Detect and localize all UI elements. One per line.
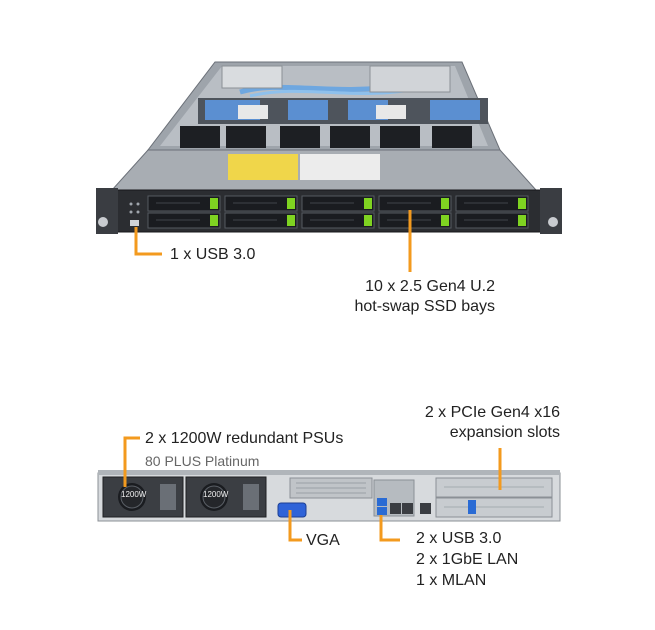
pcie-label-line2: expansion slots <box>449 424 560 441</box>
psu-badge-1: 1200W <box>121 490 147 499</box>
psu-label: 2 x 1200W redundant PSUs <box>145 430 344 447</box>
front-usb-label: 1 x USB 3.0 <box>170 246 256 263</box>
io-label-line1: 2 x USB 3.0 <box>416 530 502 547</box>
io-label-line2: 2 x 1GbE LAN <box>416 551 519 568</box>
vga-port-icon <box>277 502 307 518</box>
mlan-port-icon <box>420 503 431 514</box>
front-ssd-bays <box>147 195 529 229</box>
psu-badge-2: 1200W <box>203 490 229 499</box>
ssd-bays-label-line1: 10 x 2.5 Gen4 U.2 <box>365 278 495 295</box>
rear-server-chassis <box>97 470 561 522</box>
rear-usb-port-icon <box>377 507 387 515</box>
psu-sub-label: 80 PLUS Platinum <box>145 453 260 469</box>
lan-port-icon <box>390 503 401 514</box>
io-label-line3: 1 x MLAN <box>416 572 487 589</box>
front-callout-lines <box>134 210 412 272</box>
rear-callout-lines <box>123 436 502 542</box>
vga-label: VGA <box>306 532 340 549</box>
pcie-label-line1: 2 x PCIe Gen4 x16 <box>424 404 560 421</box>
ssd-bays-label-line2: hot-swap SSD bays <box>354 298 495 315</box>
front-usb-port-icon <box>130 220 139 226</box>
